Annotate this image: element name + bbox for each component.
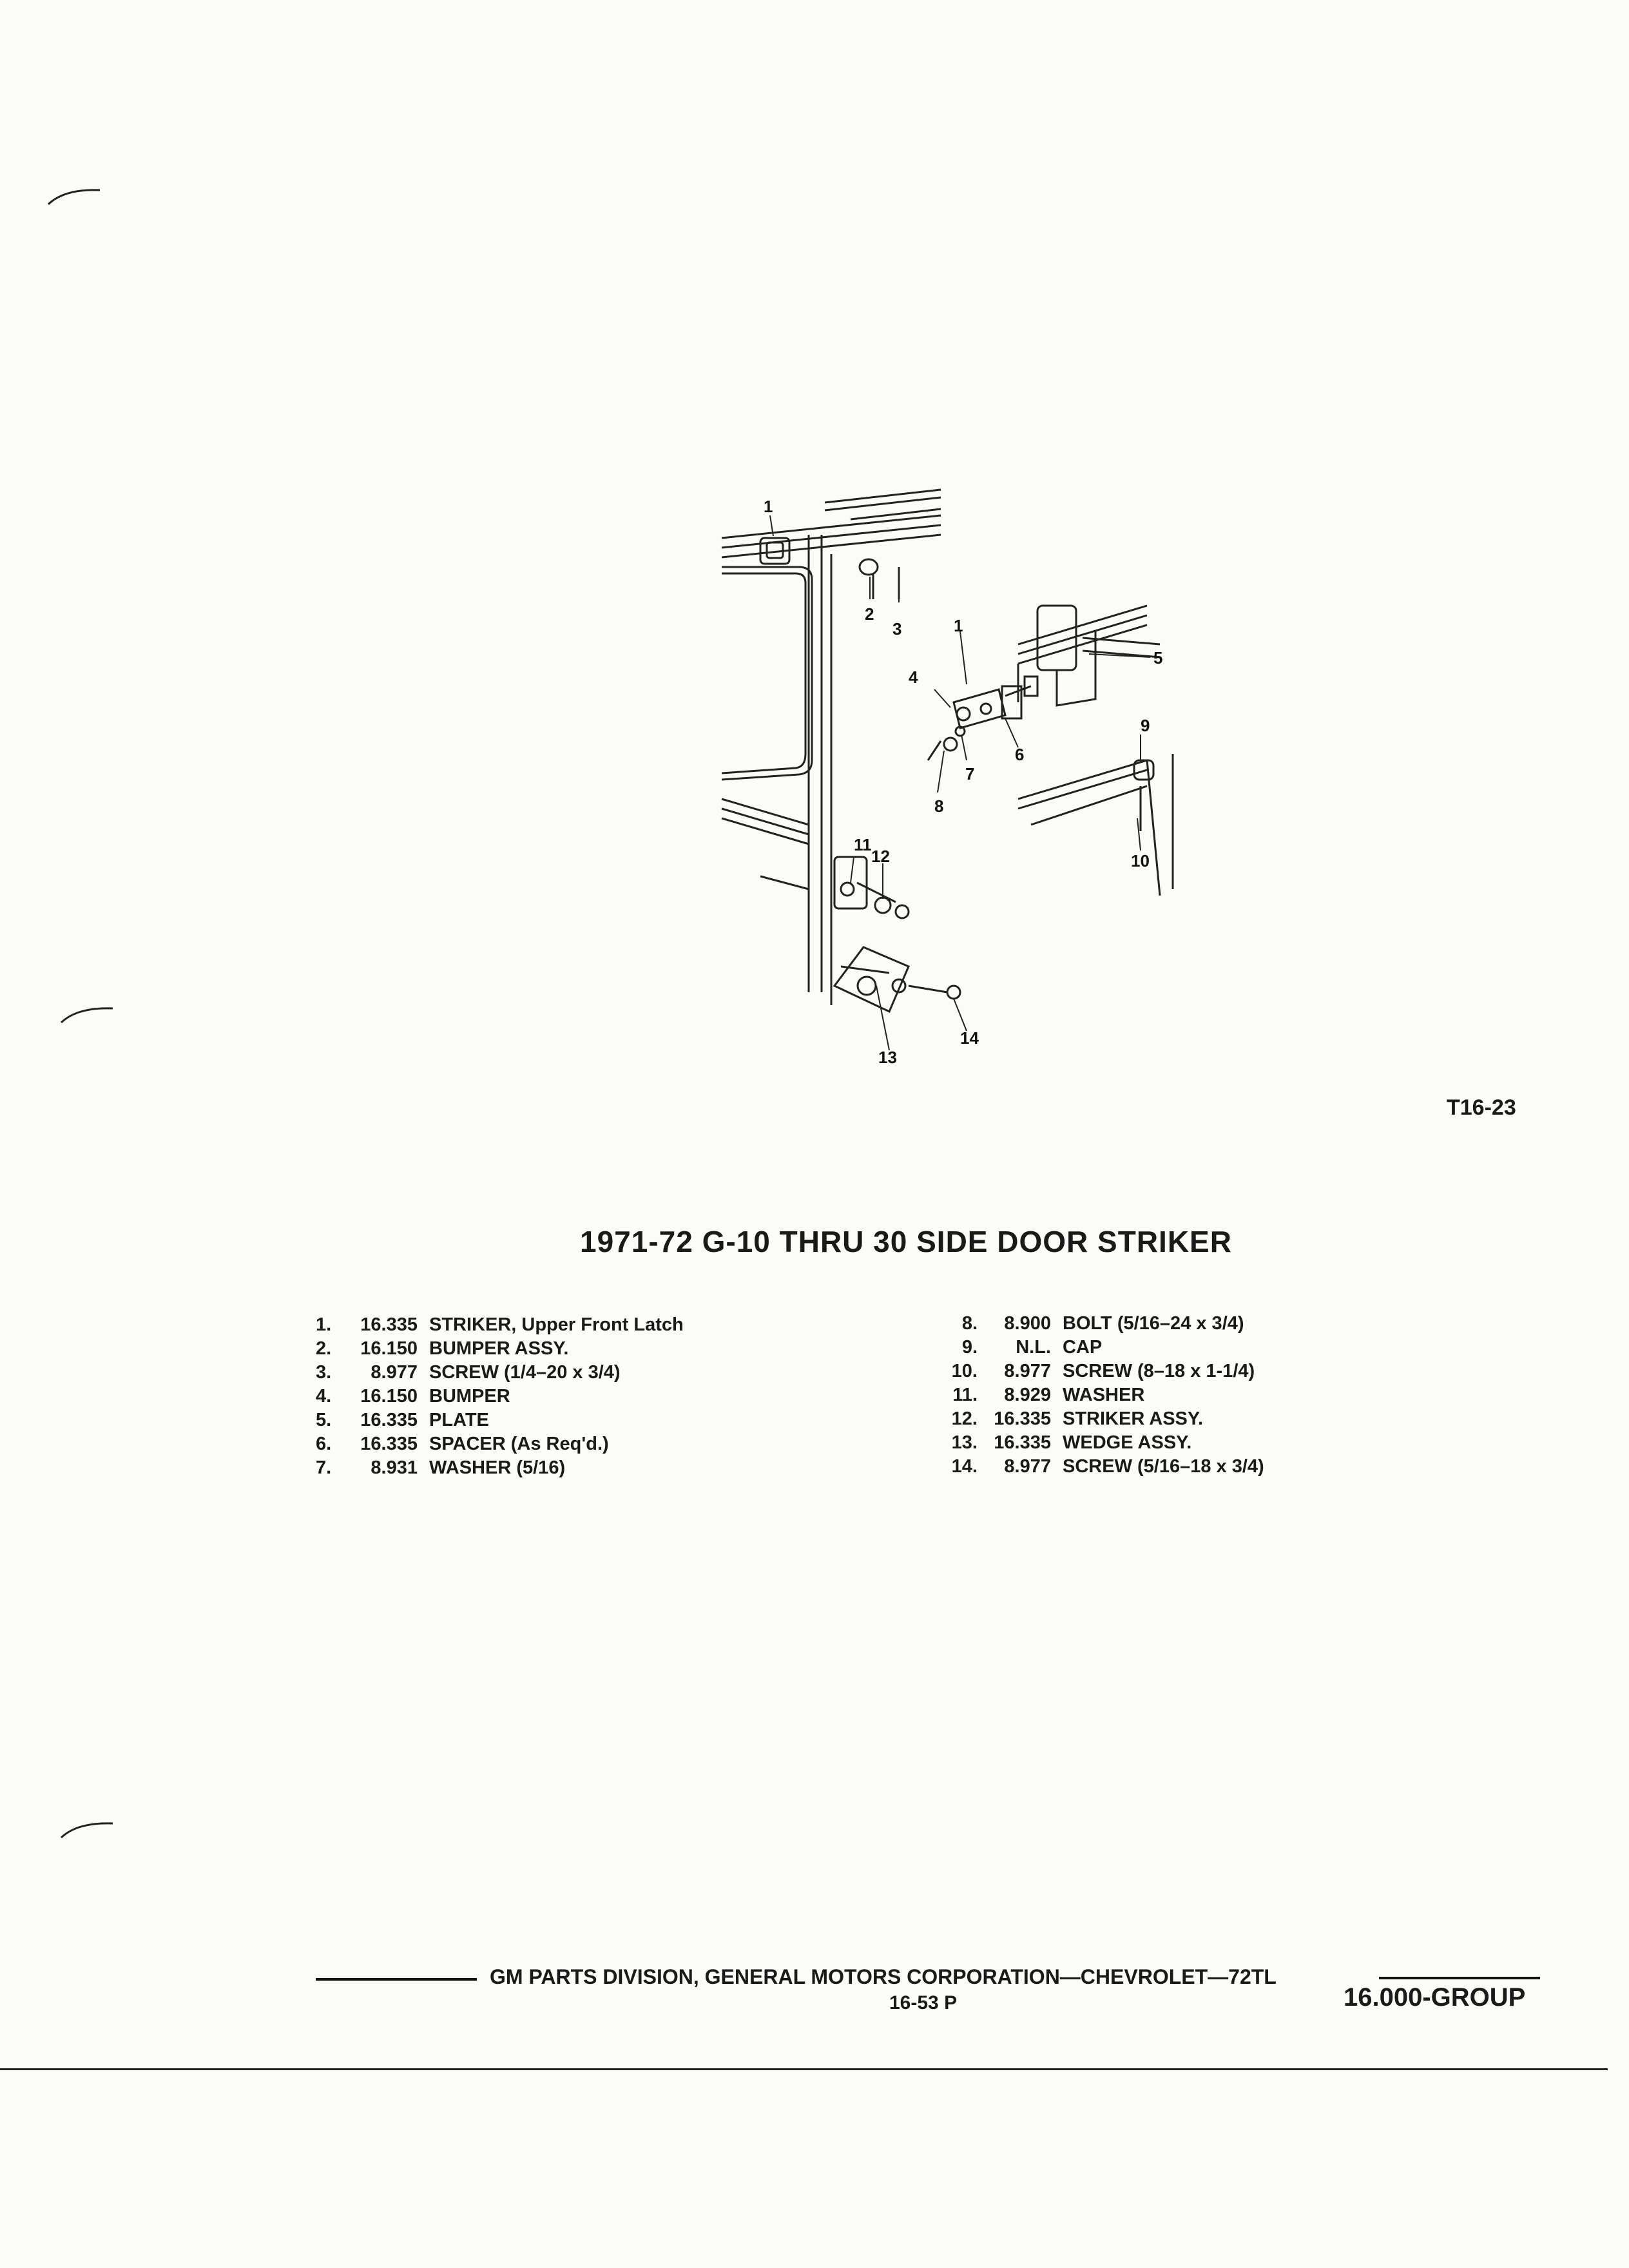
callout-12: 12 [871,847,890,866]
footer-group-code: 16.000-GROUP [1344,1983,1526,2012]
footer-page-number: 16-53 P [889,1992,958,2013]
side-door-striker-illustration: 1 2 3 1 4 5 6 7 8 9 10 11 12 13 14 [696,477,1340,1070]
exploded-diagram: 1 2 3 1 4 5 6 7 8 9 10 11 12 13 14 [721,488,1174,1067]
callout-5: 5 [1153,648,1162,668]
footer-rule-right [1379,1977,1540,1979]
binder-hole-mark-middle [60,1007,113,1024]
callout-8: 8 [934,796,943,816]
footer-rule-left [316,1978,477,1981]
binder-hole-mark-bottom [60,1822,113,1839]
callout-3: 3 [892,619,901,639]
callout-11: 11 [854,835,872,854]
callout-6: 6 [1015,745,1024,764]
footer-publisher: GM PARTS DIVISION, GENERAL MOTORS CORPOR… [490,1965,1277,1988]
page-title: 1971-72 G-10 THRU 30 SIDE DOOR STRIKER [580,1225,1232,1258]
callout-10: 10 [1131,851,1150,870]
callout-14: 14 [960,1028,979,1048]
figure-reference: T16-23 [1447,1095,1516,1120]
callout-4: 4 [909,668,918,687]
callout-2: 2 [865,604,874,624]
binder-hole-mark-top [47,189,101,206]
callout-1-upper: 1 [764,497,773,516]
callout-9: 9 [1141,716,1150,735]
list-item: 9.N.L.CAP [961,1337,1103,1358]
callout-13: 13 [878,1048,897,1067]
page-bottom-rule [0,2068,1608,2070]
callout-7: 7 [965,764,974,783]
callout-1-mid: 1 [954,616,963,635]
